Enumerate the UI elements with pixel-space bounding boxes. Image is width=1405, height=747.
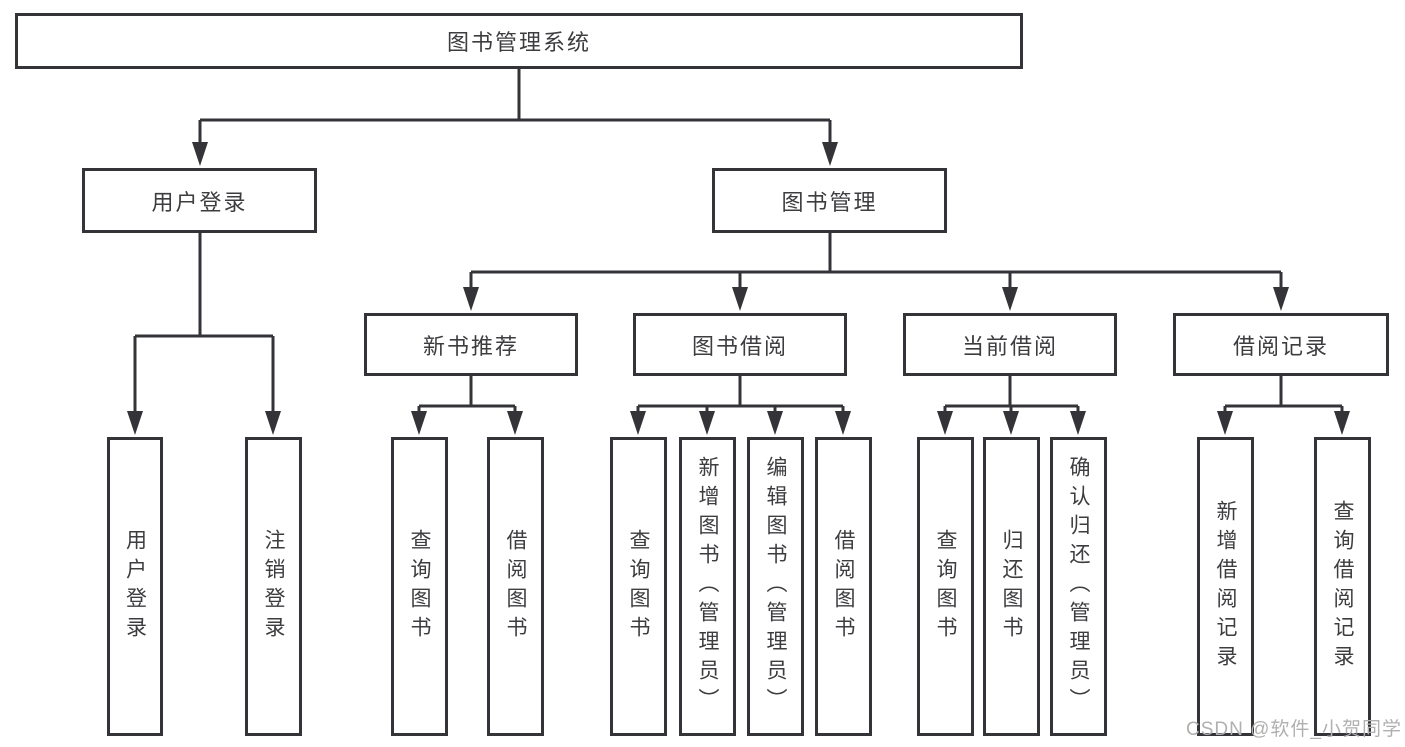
node-book-management-label: 图书管理 [781,189,878,215]
node-borrow-records: 借阅记录 [1173,313,1389,376]
leaf-records-query-record-label: 查询借阅记录 [1331,499,1354,674]
arrowhead-icons [127,142,1350,435]
leaf-records-add-record-label: 新增借阅记录 [1214,499,1237,674]
node-root-label: 图书管理系统 [446,30,591,55]
leaf-current-confirm-return-admin: 确认归还（管理员） [1050,437,1107,736]
node-user-login-label: 用户登录 [151,189,248,215]
csdn-watermark: CSDN @软件_小贺同学 [1186,719,1402,740]
leaf-current-return-books: 归还图书 [983,437,1040,736]
leaf-recommend-borrow-books: 借阅图书 [487,437,544,736]
leaf-user-login-label: 用户登录 [123,528,147,645]
leaf-borrowing-edit-books-admin: 编辑图书（管理员） [747,437,804,736]
leaf-current-confirm-return-admin-label: 确认归还（管理员） [1067,456,1090,717]
leaf-borrowing-add-books-admin: 新增图书（管理员） [679,437,736,736]
leaf-borrowing-query-books-label: 查询图书 [627,528,650,645]
branch-lines [133,69,1344,414]
node-book-borrowing-label: 图书借阅 [691,333,788,359]
leaf-recommend-query-books-label: 查询图书 [408,528,431,645]
leaf-borrowing-add-books-admin-label: 新增图书（管理员） [696,456,719,717]
leaf-records-query-record: 查询借阅记录 [1314,437,1371,736]
leaf-current-return-books-label: 归还图书 [1000,528,1023,645]
node-new-book-recommend: 新书推荐 [364,313,578,376]
node-current-borrowing-label: 当前借阅 [961,333,1058,359]
leaf-user-login: 用户登录 [107,437,163,736]
node-borrow-records-label: 借阅记录 [1232,333,1329,359]
leaf-borrowing-query-books: 查询图书 [610,437,667,736]
leaf-logout-label: 注销登录 [262,528,285,645]
leaf-recommend-query-books: 查询图书 [391,437,448,736]
leaf-borrowing-edit-books-admin-label: 编辑图书（管理员） [764,456,787,717]
node-user-login: 用户登录 [82,168,317,233]
leaf-recommend-borrow-books-label: 借阅图书 [504,528,527,645]
leaf-current-query-books: 查询图书 [917,437,974,736]
node-book-borrowing: 图书借阅 [633,313,847,376]
node-book-management: 图书管理 [712,168,947,233]
leaf-borrowing-borrow-books-label: 借阅图书 [832,528,855,645]
leaf-logout: 注销登录 [245,437,302,736]
node-current-borrowing: 当前借阅 [903,313,1117,376]
node-root: 图书管理系统 [15,13,1023,69]
leaf-records-add-record: 新增借阅记录 [1197,437,1254,736]
node-new-book-recommend-label: 新书推荐 [422,333,519,359]
leaf-borrowing-borrow-books: 借阅图书 [815,437,872,736]
leaf-current-query-books-label: 查询图书 [934,528,957,645]
